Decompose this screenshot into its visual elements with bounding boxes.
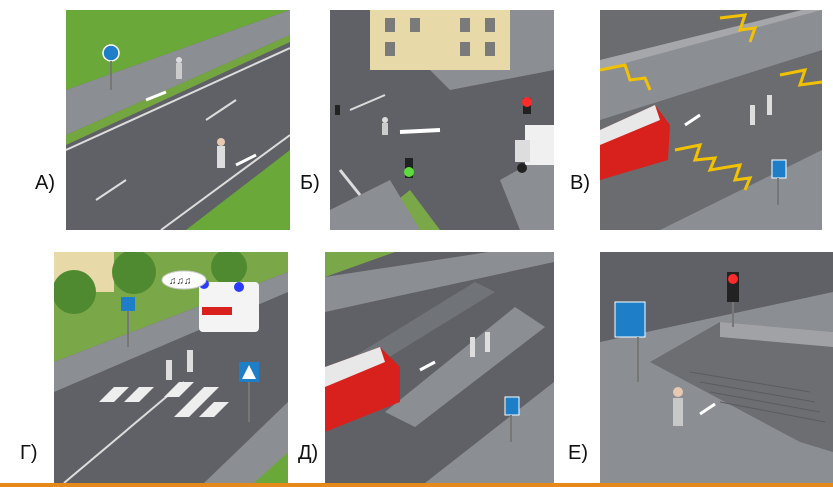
label-a: А) <box>35 172 55 194</box>
label-g: Г) <box>20 442 38 464</box>
bottom-accent-line <box>0 483 833 487</box>
label-v: В) <box>570 172 590 194</box>
scene-b-crosswalk-traffic-light[interactable] <box>330 10 554 230</box>
label-b: Б) <box>300 172 320 194</box>
svg-text:♫♫♫: ♫♫♫ <box>169 276 192 287</box>
label-e: Е) <box>568 442 588 464</box>
scene-a-bike-pedestrian-path[interactable] <box>66 10 290 230</box>
label-d: Д) <box>298 442 319 464</box>
scene-g-ambulance-crosswalk[interactable]: ♫♫♫ <box>54 252 288 483</box>
scene-d-tram-island[interactable] <box>325 252 554 483</box>
scene-e-underground-crossing[interactable] <box>600 252 833 483</box>
scene-v-tram-stop[interactable] <box>600 10 822 230</box>
